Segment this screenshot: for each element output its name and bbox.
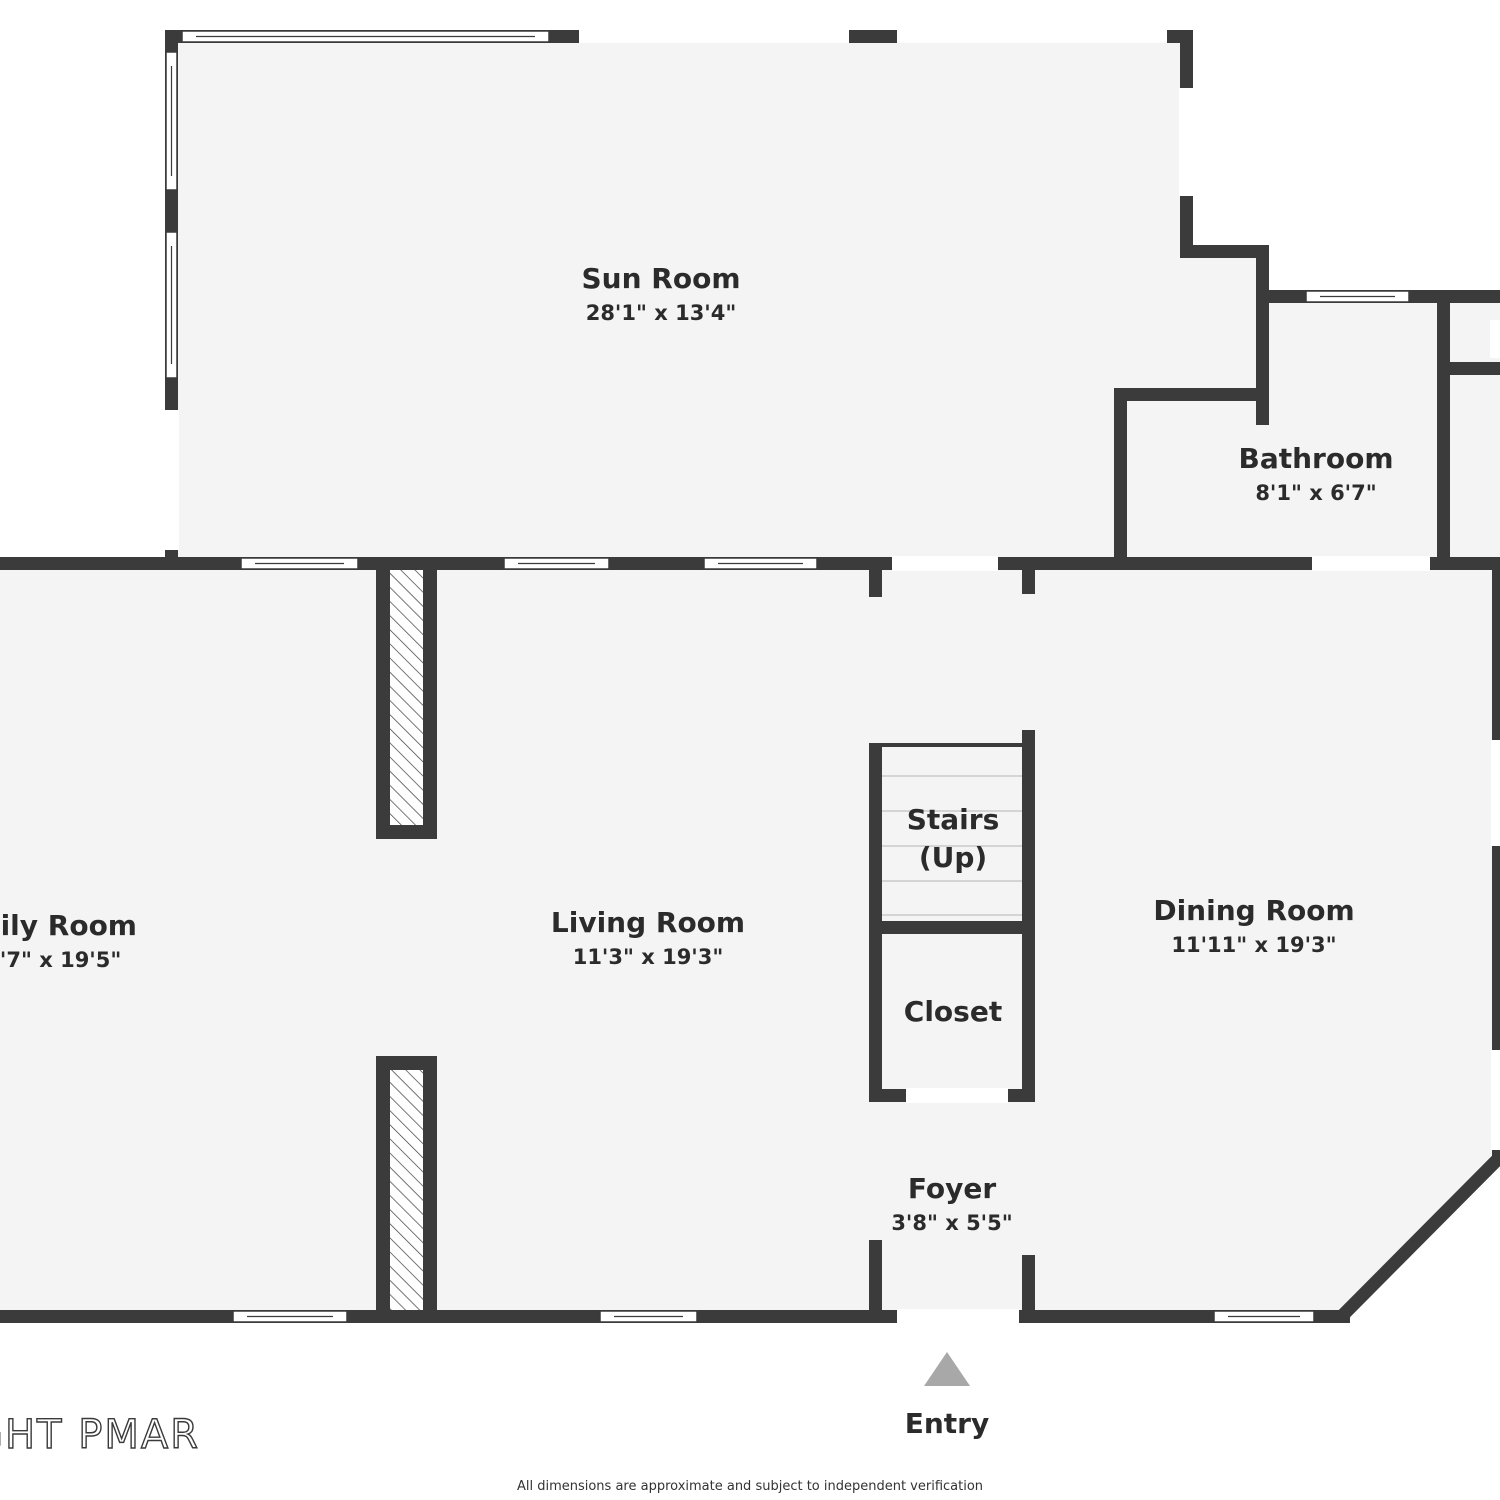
wall [1022,730,1035,1102]
entry-label: Entry [905,1407,990,1440]
closet-name: Closet [904,995,1002,1028]
wall [1114,388,1127,570]
wall [1437,290,1450,570]
bathroom-name: Bathroom [1238,442,1393,475]
openings [164,29,1500,1324]
opening [1490,320,1500,358]
dining-room-name: Dining Room [1153,894,1354,927]
wall [874,743,1026,747]
wall [869,1240,882,1323]
main-floor [0,563,1500,1316]
opening [1491,1050,1500,1150]
opening [906,1088,1008,1103]
wall [1022,1255,1035,1323]
sun-room-dims: 28'1" x 13'4" [586,301,737,325]
dining-room-dims: 11'11" x 19'3" [1171,933,1336,957]
room-labels: Sun Room 28'1" x 13'4" Bathroom 8'1" x 6… [0,262,1394,1235]
opening [892,556,998,571]
window [599,1310,698,1323]
window [703,557,818,570]
window [181,30,550,43]
disclaimer-text: All dimensions are approximate and subje… [517,1479,983,1494]
column-hatch [390,1070,423,1310]
bathroom-dims: 8'1" x 6'7" [1255,481,1376,505]
window [1213,1310,1315,1323]
copyright-watermark: COPYRIGHT PMAR [0,1412,200,1458]
wall [1437,362,1500,375]
family-room-dims: 16'7" x 19'5" [0,948,121,972]
stairs-direction: (Up) [919,841,987,874]
window [165,231,178,379]
foyer-name: Foyer [908,1172,996,1205]
wall [1022,563,1035,594]
living-room-dims: 11'3" x 19'3" [573,945,724,969]
opening [1179,88,1194,196]
column-hatch [390,570,423,825]
bathroom-floor [1121,297,1443,563]
window [240,557,359,570]
family-room-name: Family Room [0,909,137,942]
entry-arrow-icon [924,1352,970,1386]
windows [165,30,1410,1323]
sun-room-floor [171,36,1262,563]
wall [1114,388,1269,401]
living-room-name: Living Room [551,906,745,939]
window [1305,290,1410,303]
stairs-name: Stairs [907,803,1000,836]
window [165,51,178,191]
window [232,1310,348,1323]
window [503,557,610,570]
wall [1492,563,1500,1163]
opening [897,29,1167,43]
foyer-dims: 3'8" x 5'5" [891,1211,1012,1235]
stair-treads [882,775,1022,916]
opening [579,29,849,43]
wall [1338,1155,1500,1320]
opening [1312,556,1430,571]
floor-areas [0,36,1500,1316]
sun-room-name: Sun Room [582,262,741,295]
wall [869,563,882,597]
opening [1491,740,1500,846]
wall [1180,245,1269,258]
opening [164,410,179,550]
wall [869,921,1035,934]
opening [897,1309,1019,1324]
